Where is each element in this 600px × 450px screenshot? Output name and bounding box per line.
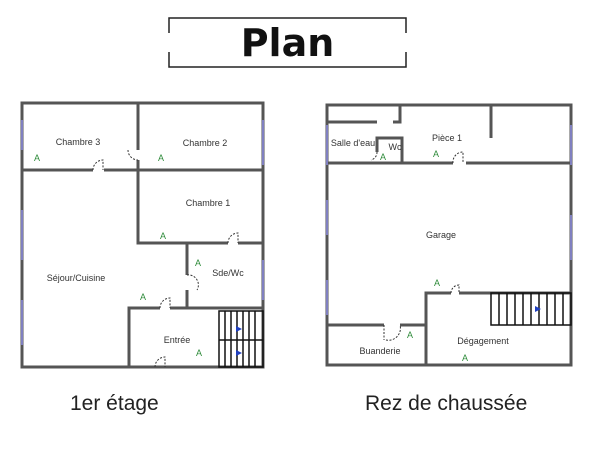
room-label: Dégagement <box>457 336 509 346</box>
staircase <box>490 292 572 326</box>
caption-1er-etage: 1er étage <box>70 392 159 415</box>
room-label: Séjour/Cuisine <box>47 273 106 283</box>
windows <box>326 125 572 315</box>
stair-arrow-icon <box>236 326 242 356</box>
marker: A <box>434 278 440 288</box>
marker: A <box>407 330 413 340</box>
room-label: Entrée <box>164 335 191 345</box>
marker: A <box>160 231 166 241</box>
marker: A <box>140 292 146 302</box>
room-label: Garage <box>426 230 456 240</box>
room-label: Chambre 1 <box>186 198 231 208</box>
room-label: Buanderie <box>359 346 400 356</box>
marker: A <box>462 353 468 363</box>
inner-walls <box>22 103 263 367</box>
marker: A <box>433 149 439 159</box>
marker: A <box>158 153 164 163</box>
marker: A <box>34 153 40 163</box>
plan-1er-etage <box>20 101 265 369</box>
page-title: Plan <box>240 21 335 65</box>
caption-rez-de-chaussee: Rez de chaussée <box>365 392 528 415</box>
marker: A <box>196 348 202 358</box>
plan-rez-de-chaussee <box>325 103 573 367</box>
title-bracket <box>168 17 407 68</box>
room-label: Salle d'eau <box>331 138 375 148</box>
staircase <box>218 310 264 368</box>
door-swings <box>370 151 464 341</box>
title-box: Plan <box>168 17 407 68</box>
door-swings <box>92 149 239 368</box>
marker: A <box>195 258 201 268</box>
marker: A <box>380 152 386 162</box>
room-label: Chambre 3 <box>56 137 101 147</box>
room-label: Pièce 1 <box>432 133 462 143</box>
windows <box>21 120 264 345</box>
room-label: Chambre 2 <box>183 138 228 148</box>
stair-arrow-icon <box>535 306 541 312</box>
room-label: Sde/Wc <box>212 268 244 278</box>
room-label: Wc <box>389 142 402 152</box>
